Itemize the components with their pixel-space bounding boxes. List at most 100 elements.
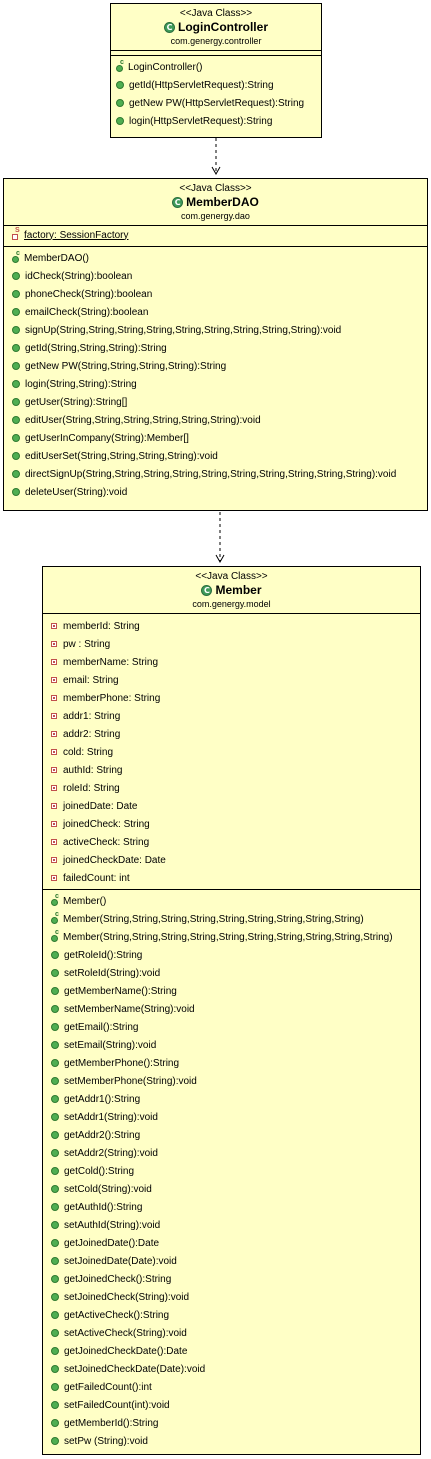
field-row[interactable]: addr2: String [51,725,420,743]
public-method-icon [51,1113,59,1121]
method-compartment: c MemberDAO() idCheck(String):boolean ph… [4,246,427,501]
field-row[interactable]: joinedDate: Date [51,797,420,815]
private-field-icon [51,839,57,845]
method-row[interactable]: setAuthId(String):void [51,1216,420,1234]
constructor-icon: c [116,59,125,72]
public-method-icon [12,398,20,406]
method-row[interactable]: signUp(String,String,String,String,Strin… [12,321,427,339]
field-row[interactable]: joinedCheck: String [51,815,420,833]
stereotype-label: <<Java Class>> [179,183,252,194]
method-row[interactable]: getUserInCompany(String):Member[] [12,429,427,447]
field-row[interactable]: joinedCheckDate: Date [51,851,420,869]
method-row[interactable]: setAddr1(String):void [51,1108,420,1126]
method-row[interactable]: directSignUp(String,String,String,String… [12,465,427,483]
method-row[interactable]: setMemberName(String):void [51,1000,420,1018]
private-field-icon [51,713,57,719]
method-signature: setPw (String):void [64,1435,148,1447]
method-row[interactable]: getAddr1():String [51,1090,420,1108]
field-row[interactable]: roleId: String [51,779,420,797]
public-method-icon [51,1419,59,1427]
method-signature: getRoleId():String [64,949,143,961]
method-row[interactable]: getMemberPhone():String [51,1054,420,1072]
method-row[interactable]: getNew PW(HttpServletRequest):String [116,94,321,112]
field-row[interactable]: addr1: String [51,707,420,725]
field-row[interactable]: activeCheck: String [51,833,420,851]
field-row[interactable]: pw : String [51,635,420,653]
public-method-icon [12,308,20,316]
method-row[interactable]: editUser(String,String,String,String,Str… [12,411,427,429]
method-row[interactable]: setMemberPhone(String):void [51,1072,420,1090]
method-signature: setEmail(String):void [64,1039,157,1051]
method-row[interactable]: login(String,String):String [12,375,427,393]
field-row[interactable]: memberPhone: String [51,689,420,707]
method-row[interactable]: setPw (String):void [51,1432,420,1450]
package-label: com.genergy.model [192,599,271,609]
method-signature: directSignUp(String,String,String,String… [25,468,397,480]
method-row[interactable]: getMemberName():String [51,982,420,1000]
method-row[interactable]: setActiveCheck(String):void [51,1324,420,1342]
class-box-logincontroller[interactable]: <<Java Class>> C LoginController com.gen… [110,3,322,138]
method-signature: setMemberName(String):void [64,1003,195,1015]
public-method-icon [51,1149,59,1157]
method-row[interactable]: getRoleId():String [51,946,420,964]
method-row[interactable]: getEmail():String [51,1018,420,1036]
method-row[interactable]: emailCheck(String):boolean [12,303,427,321]
method-row[interactable]: getMemberId():String [51,1414,420,1432]
field-row[interactable]: S factory: SessionFactory [12,226,427,244]
method-row[interactable]: getJoinedCheck():String [51,1270,420,1288]
constructor-row[interactable]: c LoginController() [116,58,321,76]
method-row[interactable]: editUserSet(String,String,String,String)… [12,447,427,465]
method-row[interactable]: getJoinedDate():Date [51,1234,420,1252]
field-signature: joinedCheck: String [63,818,150,830]
field-signature: failedCount: int [63,872,130,884]
method-row[interactable]: getAddr2():String [51,1126,420,1144]
class-box-member[interactable]: <<Java Class>> C Member com.genergy.mode… [42,566,421,1455]
method-row[interactable]: getUser(String):String[] [12,393,427,411]
method-signature: setAddr1(String):void [64,1111,158,1123]
class-header: <<Java Class>> C MemberDAO com.genergy.d… [4,179,427,222]
method-signature: emailCheck(String):boolean [25,306,149,318]
method-row[interactable]: setJoinedCheckDate(Date):void [51,1360,420,1378]
method-row[interactable]: phoneCheck(String):boolean [12,285,427,303]
method-row[interactable]: setJoinedCheck(String):void [51,1288,420,1306]
method-row[interactable]: setCold(String):void [51,1180,420,1198]
field-row[interactable]: memberName: String [51,653,420,671]
method-row[interactable]: setFailedCount(int):void [51,1396,420,1414]
public-method-icon [12,326,20,334]
field-row[interactable]: memberId: String [51,617,420,635]
method-row[interactable]: getId(HttpServletRequest):String [116,76,321,94]
method-row[interactable]: setRoleId(String):void [51,964,420,982]
public-method-icon [51,1203,59,1211]
private-field-icon [51,677,57,683]
method-row[interactable]: getActiveCheck():String [51,1306,420,1324]
field-row[interactable]: email: String [51,671,420,689]
method-row[interactable]: getAuthId():String [51,1198,420,1216]
private-field-icon [51,767,57,773]
method-row[interactable]: login(HttpServletRequest):String [116,112,321,130]
method-row[interactable]: getNew PW(String,String,String,String):S… [12,357,427,375]
method-signature: login(String,String):String [25,378,137,390]
field-row[interactable]: cold: String [51,743,420,761]
private-field-icon [51,857,57,863]
method-row[interactable]: getCold():String [51,1162,420,1180]
public-method-icon [51,1077,59,1085]
field-signature: joinedCheckDate: Date [63,854,166,866]
method-row[interactable]: deleteUser(String):void [12,483,427,501]
class-box-memberdao[interactable]: <<Java Class>> C MemberDAO com.genergy.d… [3,178,428,511]
method-row[interactable]: getId(String,String,String):String [12,339,427,357]
method-signature: signUp(String,String,String,String,Strin… [25,324,342,336]
method-signature: getJoinedCheck():String [64,1273,172,1285]
constructor-row[interactable]: c MemberDAO() [12,249,427,267]
field-compartment: S factory: SessionFactory [4,225,427,246]
field-row[interactable]: authId: String [51,761,420,779]
field-row[interactable]: failedCount: int [51,869,420,887]
method-row[interactable]: setEmail(String):void [51,1036,420,1054]
method-row[interactable]: getJoinedCheckDate():Date [51,1342,420,1360]
method-row[interactable]: idCheck(String):boolean [12,267,427,285]
method-row[interactable]: getFailedCount():int [51,1378,420,1396]
method-row[interactable]: setJoinedDate(Date):void [51,1252,420,1270]
method-row[interactable]: setAddr2(String):void [51,1144,420,1162]
